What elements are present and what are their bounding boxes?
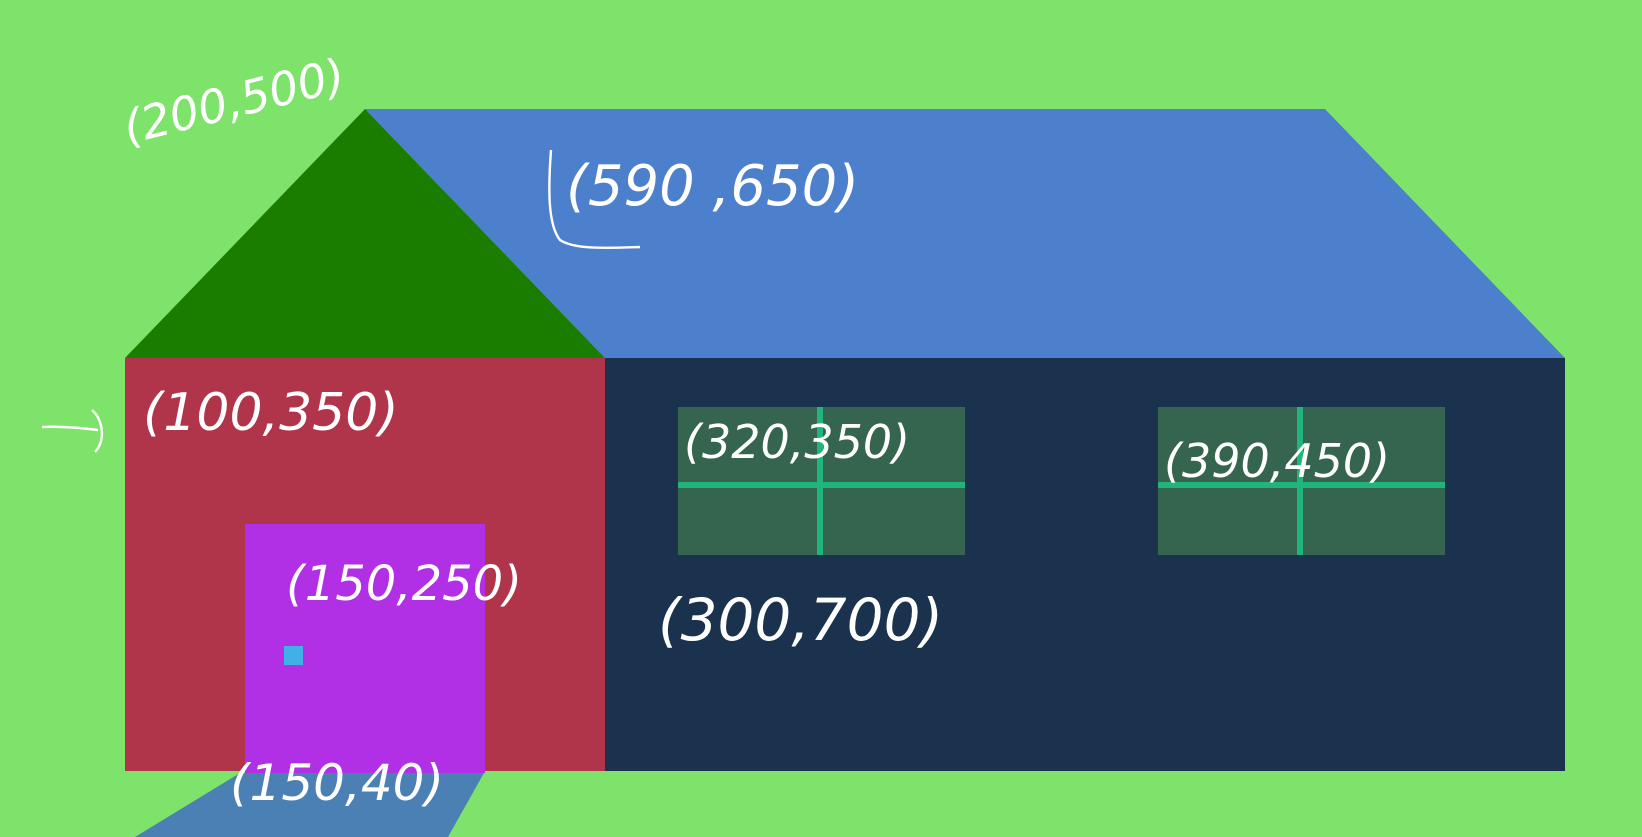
annotation-side-wall-text: (300,700)	[658, 586, 943, 654]
door-knob	[284, 646, 303, 665]
annotation-window-left-text: (320,350)	[684, 415, 910, 469]
annotation-roof-main: (590 ,650)	[548, 149, 859, 250]
window-left	[678, 407, 965, 555]
annotation-window-right: (390,450)	[1164, 434, 1390, 488]
main-roof	[365, 109, 1565, 358]
annotation-window-right-text: (390,450)	[1164, 434, 1390, 488]
walkway	[135, 773, 484, 837]
annotation-roof-main-text: (590 ,650)	[566, 154, 859, 219]
annotation-path-text: (150,40)	[230, 754, 444, 812]
window-right	[1158, 407, 1445, 555]
annotation-arrow	[41, 409, 103, 453]
annotation-wall-corner-text: (100,350)	[143, 383, 399, 443]
annotation-side-wall: (300,700)	[658, 586, 943, 654]
annotation-window-left: (320,350)	[684, 415, 910, 469]
window-left-mullion	[817, 407, 823, 555]
window-left-transom	[678, 482, 965, 488]
annotation-wall-corner: (100,350)	[41, 383, 399, 453]
annotation-path: (150,40)	[230, 754, 444, 812]
annotation-door-top-text: (150,250)	[286, 556, 522, 612]
annotation-door-top: (150,250)	[286, 556, 522, 612]
annotation-roof-main-bracket	[548, 149, 641, 250]
window-right-transom	[1158, 482, 1445, 488]
roof-gable	[125, 109, 605, 358]
window-right-mullion	[1297, 407, 1303, 555]
